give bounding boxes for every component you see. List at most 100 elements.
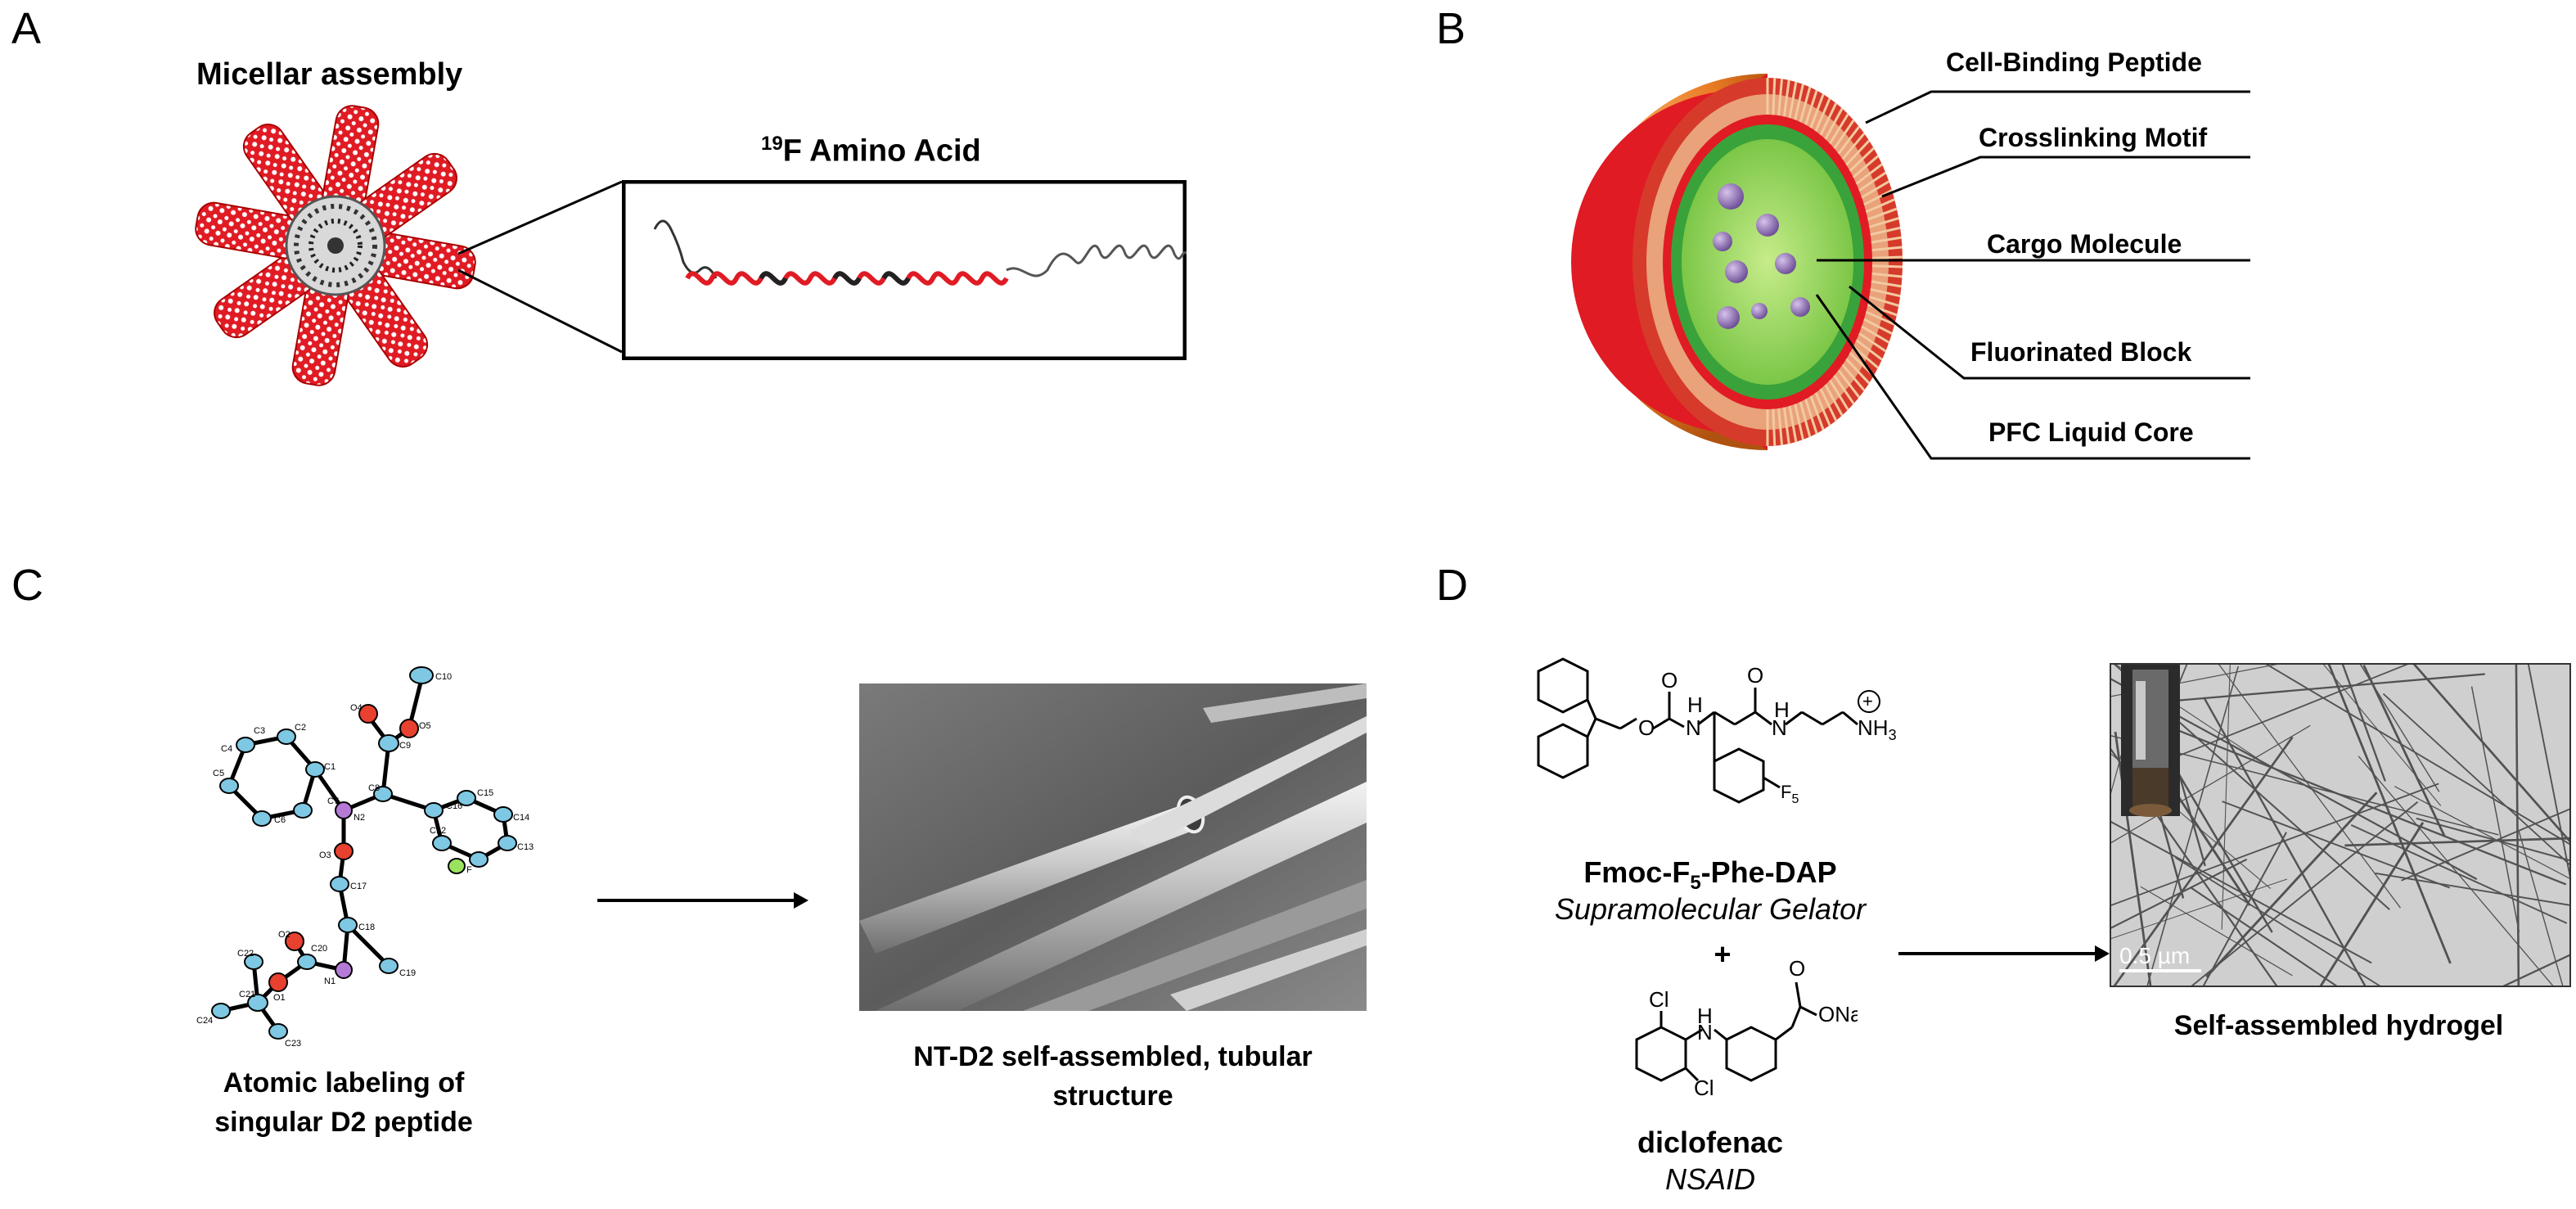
lipid-stripe xyxy=(1782,407,1790,444)
positive-charge: + xyxy=(1862,691,1873,711)
lipid-stripe xyxy=(1794,83,1804,120)
lipid-stripe xyxy=(1871,272,1903,278)
tem-fiber xyxy=(2416,817,2569,862)
atom-label: C7 xyxy=(327,796,339,806)
lipid-stripe xyxy=(1772,78,1777,115)
plus-sign: + xyxy=(1714,937,1732,971)
tem-fiber xyxy=(2140,714,2567,886)
tem-fiber xyxy=(2111,858,2248,929)
atom-label: C6 xyxy=(274,815,286,825)
lipid-stripe xyxy=(1819,102,1838,136)
lipid-stripe xyxy=(1809,395,1825,431)
tem-fiber xyxy=(2191,801,2419,986)
gelator-name-prefix: Fmoc-F xyxy=(1583,855,1691,889)
lipid-stripe xyxy=(1865,198,1895,214)
tem-fiber xyxy=(2265,665,2569,846)
lipid-stripe xyxy=(1871,255,1903,259)
gelator-name: Fmoc-F5-Phe-DAP xyxy=(1538,855,1882,895)
lipid-stripe xyxy=(1794,404,1804,440)
amide2-n: N xyxy=(1772,715,1787,740)
lipid-stripe xyxy=(1841,363,1866,391)
atom-label: C10 xyxy=(435,672,452,682)
amide-h: H xyxy=(1687,692,1703,717)
lipid-stripe xyxy=(1814,97,1831,132)
tem-fiber xyxy=(2218,665,2401,909)
tem-fiber xyxy=(2111,665,2278,697)
lipid-stripe xyxy=(1841,133,1866,160)
atom-label: C23 xyxy=(285,1039,301,1049)
tem-fiber xyxy=(2394,786,2569,879)
label-fluorinated-block: Fluorinated Block xyxy=(1970,337,2192,367)
tem-fiber xyxy=(2177,665,2408,757)
atom-label: C22 xyxy=(237,949,254,959)
lipid-stripe xyxy=(1845,358,1871,385)
diclofenac-structure: O ONa H N Cl Cl xyxy=(1635,956,1858,1100)
label-cargo-molecule: Cargo Molecule xyxy=(1987,229,2182,259)
tem-fiber xyxy=(2174,856,2381,986)
lipid-stripe xyxy=(1867,207,1898,221)
label-pfc-liquid-core: PFC Liquid Core xyxy=(1988,417,2194,447)
sem-tube-image xyxy=(859,683,1367,1011)
atom-label: C15 xyxy=(477,788,493,798)
tem-fiber xyxy=(2362,665,2446,837)
atom-label: C8 xyxy=(368,783,380,793)
lipid-stripe xyxy=(1782,79,1790,117)
tem-fiber xyxy=(2518,829,2564,986)
atom-label-group: C10 O5 O4 C9 C8 C16 C15 C14 C13 C12 F C3… xyxy=(196,672,534,1049)
lipid-stripe xyxy=(1772,408,1777,446)
panel-letter-b: B xyxy=(1436,4,1466,53)
lipid-stripe xyxy=(1861,180,1890,199)
tem-fiber xyxy=(2502,954,2569,986)
lipid-stripe xyxy=(1870,287,1901,298)
atom-label: C12 xyxy=(430,826,446,836)
amine-n: N xyxy=(1697,1020,1713,1044)
atom-label: C17 xyxy=(350,882,367,891)
c-caption-left-line2: singular D2 peptide xyxy=(214,1106,473,1138)
carbonyl-oxygen: O xyxy=(1661,668,1678,692)
atom-label: O3 xyxy=(319,850,331,860)
tem-fiber xyxy=(2327,665,2452,964)
tem-fiber xyxy=(2221,665,2231,930)
lipid-stripe xyxy=(1845,139,1871,166)
atom-label: N1 xyxy=(324,977,336,986)
tem-fiber xyxy=(2189,886,2338,986)
nanoparticle-graphic xyxy=(1571,74,1903,450)
lipid-stripe xyxy=(1863,189,1893,206)
lipid-stripe xyxy=(1868,295,1899,307)
atom-label: F xyxy=(466,865,472,875)
amino-acid-title-text: F Amino Acid xyxy=(782,133,981,169)
tem-fiber xyxy=(2203,697,2367,986)
panel-letter-d: D xyxy=(1436,561,1468,610)
tem-fiber xyxy=(2222,801,2451,889)
tem-fiber xyxy=(2401,808,2569,882)
lipid-stripe xyxy=(1824,384,1844,417)
lipid-stripe xyxy=(1788,405,1798,443)
micellar-assembly-title: Micellar assembly xyxy=(196,57,463,92)
atom-label: C3 xyxy=(254,726,265,736)
tem-fiber xyxy=(2412,665,2569,843)
atom-label: C21 xyxy=(239,990,255,999)
amide2-oxygen: O xyxy=(1747,663,1763,688)
lipid-stripe xyxy=(1865,310,1895,326)
atom-ellipsoids xyxy=(211,666,517,1040)
d-arrow xyxy=(1898,945,2110,962)
pentafluoro-label: F5 xyxy=(1781,782,1799,806)
tem-fiber xyxy=(2111,820,2372,964)
carboxylate-oxygen: O xyxy=(1789,956,1805,981)
atom-label: C9 xyxy=(399,741,411,751)
amine-h: H xyxy=(1697,1004,1713,1028)
lipid-stripe xyxy=(1829,379,1849,411)
lipid-stripe xyxy=(1871,280,1902,288)
tem-fiber xyxy=(2358,756,2554,986)
atom-label: C1 xyxy=(324,762,336,772)
atom-label: C24 xyxy=(196,1016,213,1026)
panel-letter-a: A xyxy=(11,4,42,53)
c-caption-left-line1: Atomic labeling of xyxy=(223,1067,465,1098)
lipid-stripe xyxy=(1858,332,1887,353)
lipid-stripes xyxy=(1766,78,1903,446)
lipid-stripe xyxy=(1804,89,1818,125)
lipid-stripe xyxy=(1871,236,1902,244)
atom-label: C13 xyxy=(517,842,534,852)
panel-letter-c: C xyxy=(11,561,43,610)
lipid-stripe xyxy=(1837,369,1861,399)
